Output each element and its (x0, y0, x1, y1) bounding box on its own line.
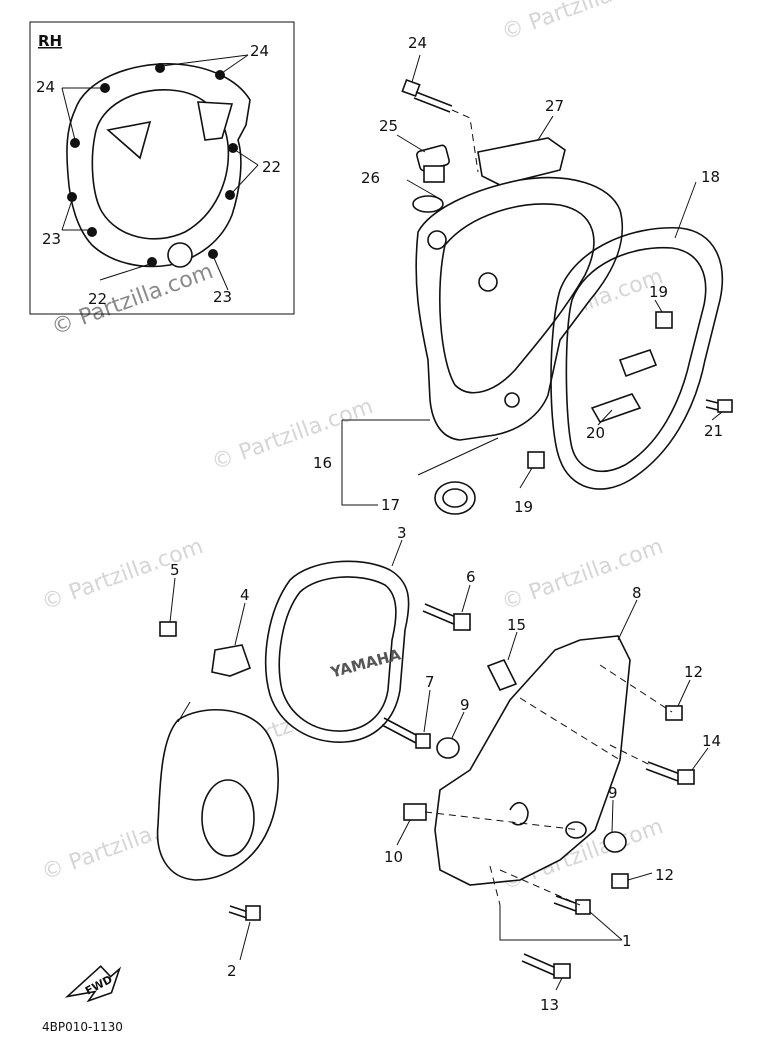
bolt-12 (665, 705, 683, 721)
callout-2: 2 (227, 962, 237, 980)
callout-13: 13 (540, 996, 559, 1014)
bolt-2 (228, 905, 261, 921)
bolt-14 (645, 761, 695, 785)
callout-7: 7 (425, 673, 435, 691)
callout-5: 5 (170, 561, 180, 579)
callout-12: 12 (655, 866, 674, 884)
callout-9: 9 (460, 696, 470, 714)
bolt-5 (159, 621, 177, 637)
generator-cover-3 (265, 560, 410, 743)
callout-25: 25 (379, 117, 398, 135)
callout-27: 27 (545, 97, 564, 115)
callout-14: 14 (702, 732, 721, 750)
dowel-15 (486, 658, 518, 692)
callout-19: 19 (649, 283, 668, 301)
outer-cover-2 (156, 708, 279, 881)
callout-18: 18 (701, 168, 720, 186)
callout-9: 9 (608, 784, 618, 802)
bolt-24 (401, 78, 479, 173)
generator-cover-assembly: YAMAHA (156, 539, 471, 961)
callout-23: 23 (42, 230, 61, 248)
bolt-point (100, 83, 110, 93)
rh-inset: RH 24 2 (29, 21, 295, 315)
watermark: © Partzilla.com (49, 259, 217, 341)
callout-6: 6 (466, 568, 476, 586)
sprocket-cover-assembly (396, 599, 709, 991)
callout-24: 24 (250, 42, 269, 60)
callout-17: 17 (381, 496, 400, 514)
inset-cover-inner (91, 89, 230, 240)
plug-17 (434, 481, 476, 515)
bolt-point (87, 227, 97, 237)
callout-24: 24 (408, 34, 427, 52)
bolt-7 (381, 717, 431, 749)
callout-3: 3 (397, 524, 407, 542)
bolt-12 (611, 873, 629, 889)
crankcase-cover-assembly (341, 54, 733, 515)
watermark: © Partzilla.com (499, 534, 667, 616)
bolt-13 (521, 953, 571, 979)
filler-hole (427, 230, 447, 250)
bolt-21 (705, 399, 733, 413)
gasket-18 (550, 226, 724, 490)
pad-20 (590, 393, 642, 423)
bolt-point (70, 138, 80, 148)
collar-9 (603, 831, 627, 853)
inset-boss (167, 242, 193, 268)
callout-23: 23 (213, 288, 232, 306)
callout-20: 20 (586, 424, 605, 442)
watermark: © Partzilla.com (209, 394, 377, 476)
collar-9 (436, 737, 460, 759)
callout-21: 21 (704, 422, 723, 440)
callout-12: 12 (684, 663, 703, 681)
o-ring-26 (412, 195, 444, 213)
dowel-19 (527, 451, 545, 469)
bolt-point (67, 192, 77, 202)
watermark: © Partzilla.com (499, 0, 667, 46)
bolt-point (208, 249, 218, 259)
callout-26: 26 (361, 169, 380, 187)
callout-8: 8 (632, 584, 642, 602)
callout-15: 15 (507, 616, 526, 634)
callout-10: 10 (384, 848, 403, 866)
watermark: © Partzilla.com (39, 534, 207, 616)
bolt-point (147, 257, 157, 267)
callouts: 24 27 25 26 18 19 20 21 16 17 19 3 5 6 4… (170, 34, 723, 1014)
inset-rh-label: RH (38, 32, 62, 50)
bolt-6 (422, 603, 471, 631)
callout-22: 22 (262, 158, 281, 176)
fwd-arrow: FWD (64, 965, 122, 1003)
inset-tab (106, 120, 152, 160)
inset-leaders (61, 54, 259, 291)
callout-22: 22 (88, 290, 107, 308)
bracket-27 (477, 137, 566, 186)
inset-window (197, 101, 234, 141)
dowel-19 (655, 311, 673, 329)
bolt-point (155, 63, 165, 73)
callout-24: 24 (36, 78, 55, 96)
inset-frame (29, 21, 295, 315)
dowel-10 (403, 803, 427, 821)
diagram-code: 4BP010-1130 (42, 1020, 123, 1034)
clip-4 (211, 644, 252, 677)
callout-19: 19 (514, 498, 533, 516)
bolt-1 (553, 895, 591, 915)
callout-4: 4 (240, 586, 250, 604)
callout-16: 16 (313, 454, 332, 472)
callout-1: 1 (622, 932, 632, 950)
crankcase-cover-16 (415, 176, 624, 441)
